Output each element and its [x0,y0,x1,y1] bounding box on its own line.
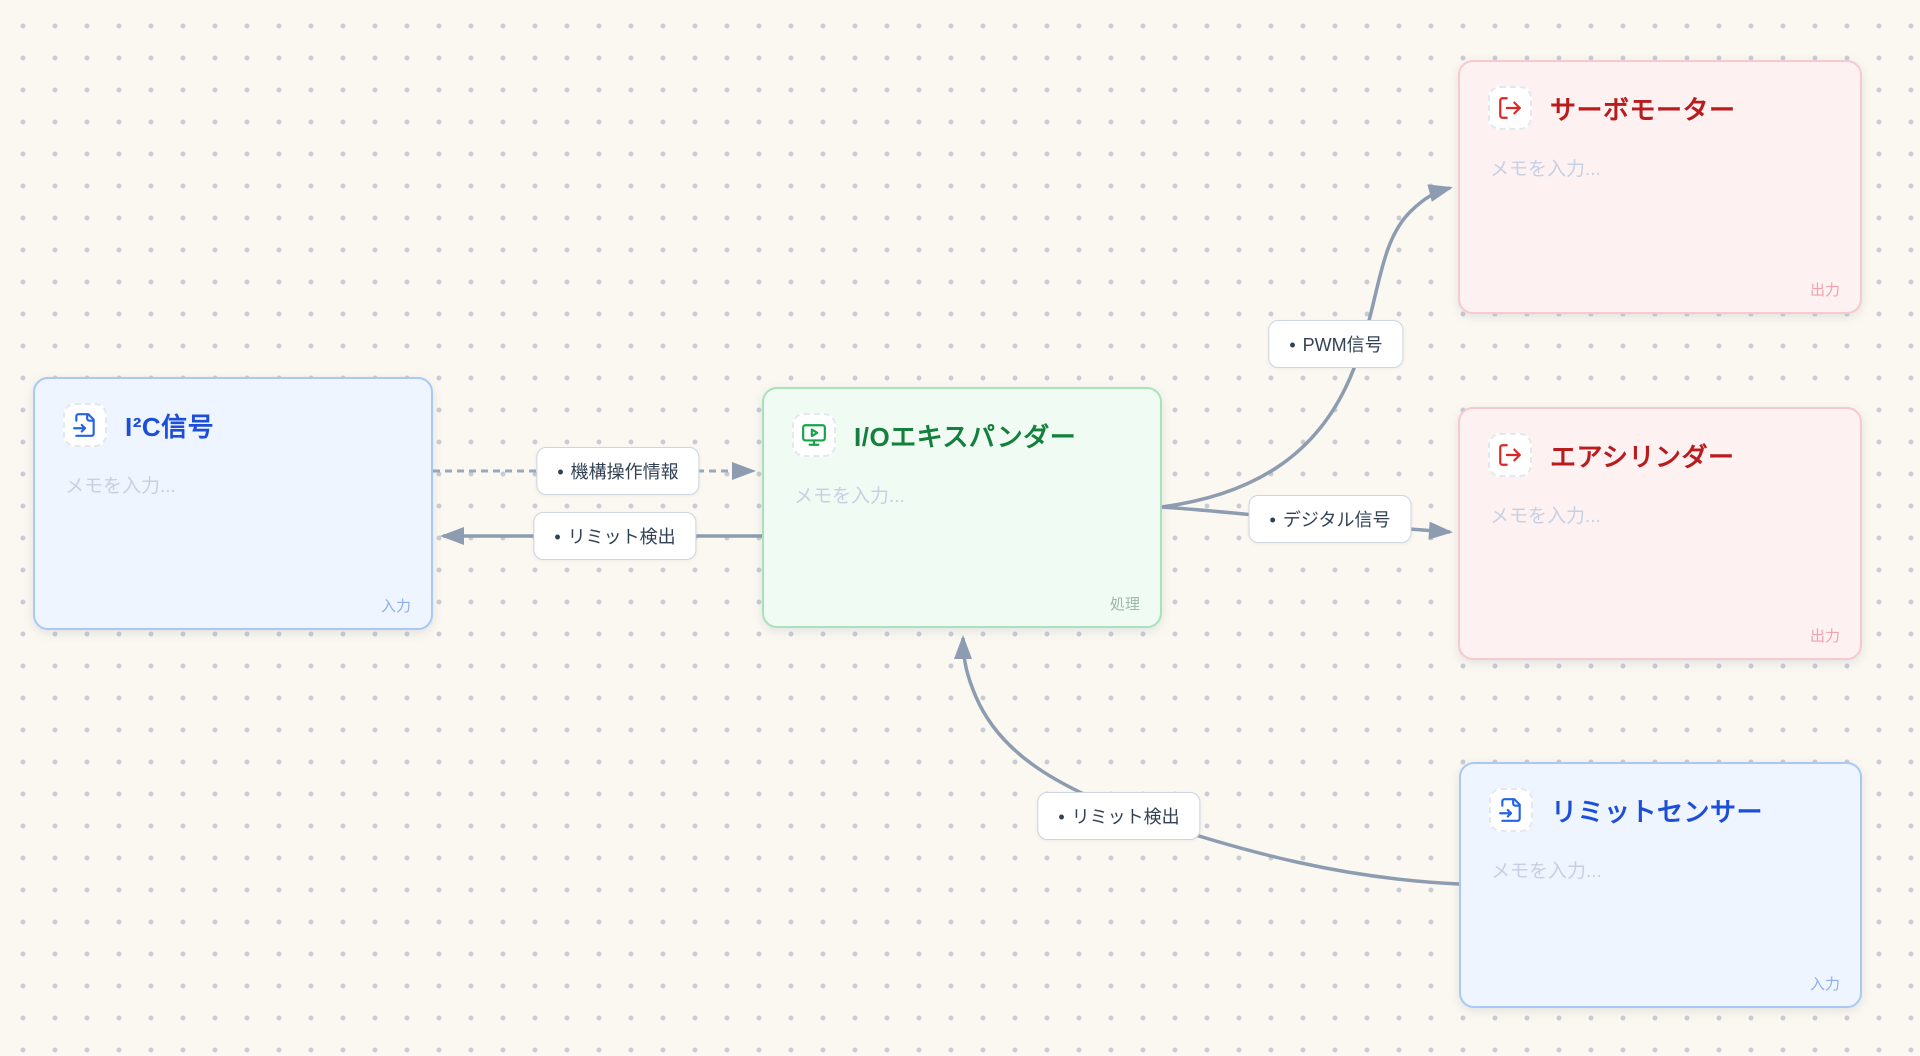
edge-label-text: 機構操作情報 [570,462,679,482]
node-type-badge: 入力 [1809,976,1840,993]
node-title: リミットセンサー [1551,796,1764,827]
node-header: I²C信号 [63,403,431,447]
node-i2c-signal[interactable]: I²C信号 メモを入力... 入力 [33,377,433,630]
node-title: エアシリンダー [1550,441,1735,472]
edge-sensor-to-expander[interactable] [954,635,1460,886]
edge-label-text: リミット検出 [1071,807,1180,827]
file-input-icon [1489,788,1533,832]
node-header: I/Oエキスパンダー [792,413,1160,457]
log-out-icon [1488,433,1532,477]
node-servo-motor[interactable]: サーボモーター メモを入力... 出力 [1458,60,1862,314]
memo-input[interactable]: メモを入力... [794,486,905,507]
node-header: エアシリンダー [1488,433,1860,477]
edge-label-bullet: • [1269,510,1276,530]
edge-label[interactable]: • リミット検出 [533,512,697,560]
memo-input[interactable]: メモを入力... [1490,159,1601,180]
edge-label[interactable]: • リミット検出 [1037,792,1201,840]
node-header: サーボモーター [1488,86,1860,130]
memo-input[interactable]: メモを入力... [1490,506,1601,527]
edge-label-bullet: • [1058,807,1065,827]
edge-label[interactable]: • PWM信号 [1268,320,1404,368]
edge-label[interactable]: • 機構操作情報 [536,447,700,495]
monitor-play-icon [792,413,836,457]
edge-label-text: PWM信号 [1302,335,1383,355]
edge-label-bullet: • [557,462,564,482]
edge-label-bullet: • [554,527,561,547]
node-limit-sensor[interactable]: リミットセンサー メモを入力... 入力 [1459,762,1862,1008]
edge-label[interactable]: • デジタル信号 [1248,495,1412,543]
memo-input[interactable]: メモを入力... [65,476,176,497]
node-title: サーボモーター [1550,94,1736,125]
node-title: I/Oエキスパンダー [854,421,1077,452]
node-type-badge: 出力 [1809,628,1840,645]
node-header: リミットセンサー [1489,788,1860,832]
file-input-icon [63,403,107,447]
edge-label-text: デジタル信号 [1282,510,1391,530]
memo-input[interactable]: メモを入力... [1491,861,1602,882]
node-io-expander[interactable]: I/Oエキスパンダー メモを入力... 処理 [762,387,1162,628]
node-air-cylinder[interactable]: エアシリンダー メモを入力... 出力 [1458,407,1862,660]
node-type-badge: 出力 [1809,282,1840,299]
node-type-badge: 入力 [380,598,411,615]
log-out-icon [1488,86,1532,130]
node-type-badge: 処理 [1109,596,1140,613]
node-title: I²C信号 [125,411,215,442]
edge-label-bullet: • [1289,335,1296,355]
edge-label-text: リミット検出 [567,527,676,547]
